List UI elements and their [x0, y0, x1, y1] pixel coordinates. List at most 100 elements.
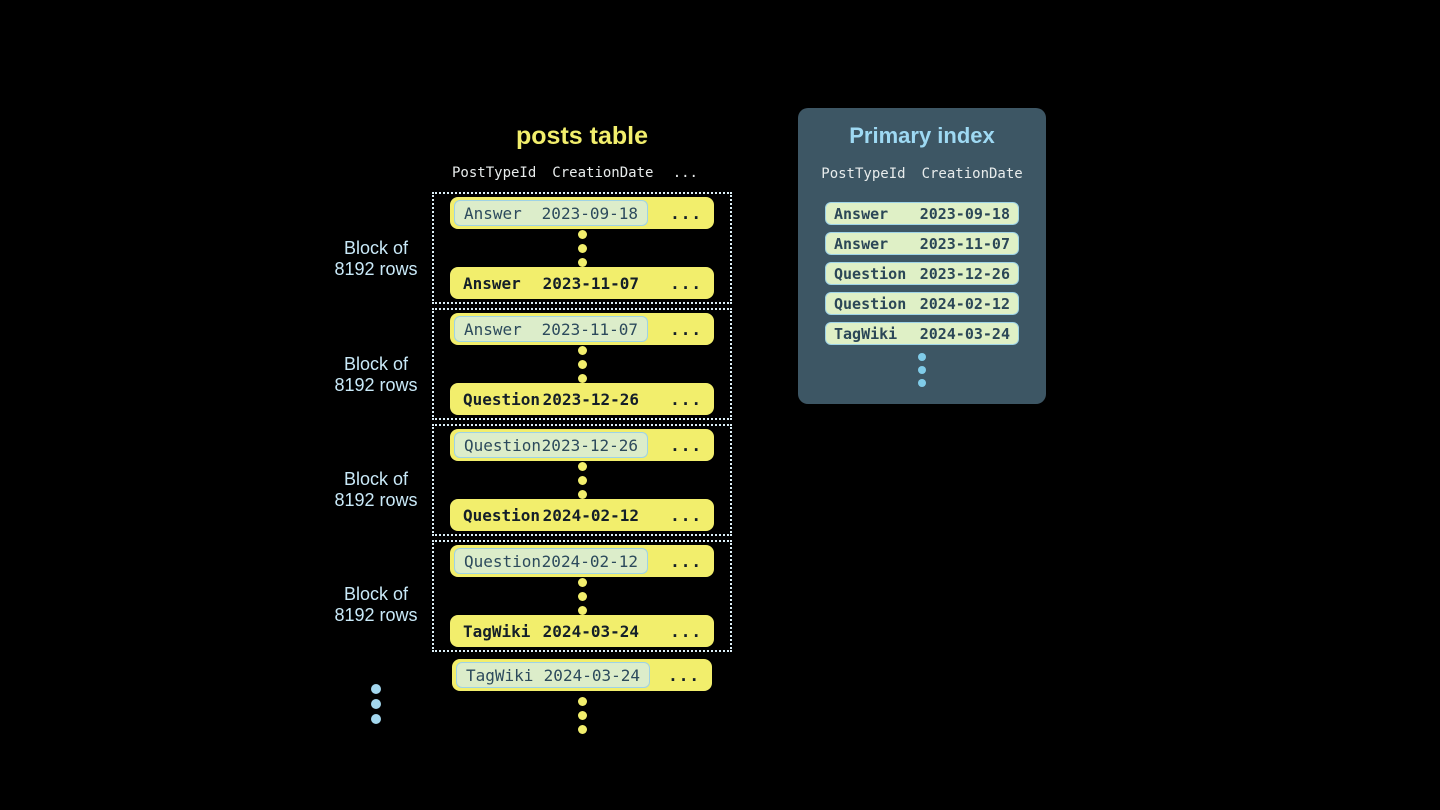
row-more-columns: ... [670, 203, 702, 223]
cell-creationdate: 2024-02-12 [541, 551, 638, 571]
row-more-columns: ... [670, 551, 702, 571]
indexed-row-highlight: Question 2023-12-26 [454, 432, 648, 458]
cell-creationdate: 2023-09-18 [541, 203, 638, 223]
more-blocks-ellipsis-dots [296, 684, 456, 724]
cell-creationdate: 2023-11-07 [542, 273, 639, 293]
ellipsis-dot [918, 366, 926, 374]
index-entry: TagWiki 2024-03-24 [825, 322, 1019, 345]
primary-index-panel: Primary index PostTypeId CreationDate An… [798, 108, 1046, 404]
more-index-entries-ellipsis-dots [798, 353, 1046, 387]
indexed-row-highlight: Answer 2023-11-07 [454, 316, 648, 342]
ellipsis-dot [577, 345, 587, 355]
next-block-first-row: TagWiki 2024-03-24 ... [452, 659, 712, 691]
index-entry: Answer 2023-09-18 [825, 202, 1019, 225]
row-cells: TagWiki 2024-03-24 [454, 618, 648, 644]
block-label-1: Block of 8192 rows [296, 238, 456, 280]
ellipsis-dot [577, 725, 587, 734]
ellipsis-dot [577, 229, 587, 239]
block-label-3: Block of 8192 rows [296, 469, 456, 511]
row-more-columns: ... [670, 389, 702, 409]
cell-posttypeid: Question [464, 435, 542, 455]
primary-index-rows: Answer 2023-09-18 Answer 2023-11-07 Ques… [825, 202, 1019, 345]
table-row-last: Answer 2023-11-07 ... [450, 267, 714, 299]
cell-posttypeid: Answer [464, 319, 522, 339]
cell-posttypeid: Question [834, 264, 907, 283]
cell-posttypeid: Question [463, 505, 541, 525]
row-cells: Question 2024-02-12 [454, 502, 648, 528]
cell-posttypeid: Answer [463, 273, 521, 293]
column-header-posttypeid: PostTypeId [821, 166, 906, 182]
ellipsis-dot [577, 461, 587, 471]
ellipsis-dot [371, 714, 381, 724]
row-more-columns: ... [670, 273, 702, 293]
cell-posttypeid: Question [464, 551, 542, 571]
ellipsis-dot [577, 605, 587, 615]
hidden-rows-ellipsis-dots [450, 461, 714, 499]
ellipsis-dot [577, 697, 587, 706]
ellipsis-dot [577, 243, 587, 253]
posts-block-2: Answer 2023-11-07 ... Question 2023-12-2… [432, 308, 732, 420]
ellipsis-dot [577, 489, 587, 499]
posts-block-1: Answer 2023-09-18 ... Answer 2023-11-07 … [432, 192, 732, 304]
cell-creationdate: 2023-11-07 [541, 319, 638, 339]
block-label-line2: 8192 rows [334, 259, 418, 279]
ellipsis-dot [577, 591, 587, 601]
ellipsis-dot [577, 711, 587, 720]
cell-posttypeid: TagWiki [466, 665, 534, 685]
row-cells: Answer 2023-11-07 [454, 270, 648, 296]
table-row-last: Question 2024-02-12 ... [450, 499, 714, 531]
ellipsis-dot [577, 475, 587, 485]
block-label-line2: 8192 rows [334, 375, 418, 395]
cell-posttypeid: Question [834, 294, 907, 313]
column-header-creationdate: CreationDate [921, 166, 1023, 182]
block-label-4: Block of 8192 rows [296, 584, 456, 626]
row-more-columns: ... [670, 505, 702, 525]
cell-creationdate: 2024-03-24 [543, 665, 640, 685]
indexed-row-highlight: Question 2024-02-12 [454, 548, 648, 574]
table-row-first: Question 2023-12-26 ... [450, 429, 714, 461]
block-label-line1: Block of [343, 584, 409, 604]
row-more-columns: ... [670, 435, 702, 455]
posts-table-title: posts table [516, 122, 648, 150]
more-rows-ellipsis-dots [432, 697, 732, 734]
ellipsis-dot [577, 577, 587, 587]
hidden-rows-ellipsis-dots [450, 577, 714, 615]
column-header-posttypeid: PostTypeId [452, 165, 537, 181]
block-label-line2: 8192 rows [334, 490, 418, 510]
cell-creationdate: 2023-09-18 [919, 204, 1010, 223]
posts-block-4: Question 2024-02-12 ... TagWiki 2024-03-… [432, 540, 732, 652]
hidden-rows-ellipsis-dots [450, 229, 714, 267]
ellipsis-dot [577, 257, 587, 267]
index-entry: Answer 2023-11-07 [825, 232, 1019, 255]
index-entry: Question 2023-12-26 [825, 262, 1019, 285]
primary-index-column-headers: PostTypeId CreationDate [798, 166, 1046, 182]
cell-creationdate: 2023-12-26 [542, 389, 639, 409]
ellipsis-dot [371, 684, 381, 694]
row-cells: Question 2023-12-26 [454, 386, 648, 412]
hidden-rows-ellipsis-dots [450, 345, 714, 383]
posts-table-blocks: Answer 2023-09-18 ... Answer 2023-11-07 … [432, 192, 732, 656]
cell-posttypeid: TagWiki [834, 324, 898, 343]
table-row-first: Question 2024-02-12 ... [450, 545, 714, 577]
cell-posttypeid: TagWiki [463, 621, 531, 641]
cell-creationdate: 2023-12-26 [919, 264, 1010, 283]
cell-creationdate: 2024-03-24 [542, 621, 639, 641]
cell-creationdate: 2023-11-07 [919, 234, 1010, 253]
column-header-more: ... [672, 165, 698, 181]
table-row-first: Answer 2023-09-18 ... [450, 197, 714, 229]
cell-posttypeid: Answer [464, 203, 522, 223]
index-entry: Question 2024-02-12 [825, 292, 1019, 315]
indexed-row-highlight: Answer 2023-09-18 [454, 200, 648, 226]
cell-posttypeid: Answer [834, 234, 889, 253]
table-row-last: Question 2023-12-26 ... [450, 383, 714, 415]
block-label-line1: Block of [343, 354, 409, 374]
row-more-columns: ... [668, 665, 700, 685]
primary-index-title: Primary index [849, 123, 995, 148]
row-more-columns: ... [670, 621, 702, 641]
ellipsis-dot [918, 379, 926, 387]
ellipsis-dot [577, 373, 587, 383]
block-label-line1: Block of [343, 238, 409, 258]
ellipsis-dot [577, 359, 587, 369]
block-label-line1: Block of [343, 469, 409, 489]
